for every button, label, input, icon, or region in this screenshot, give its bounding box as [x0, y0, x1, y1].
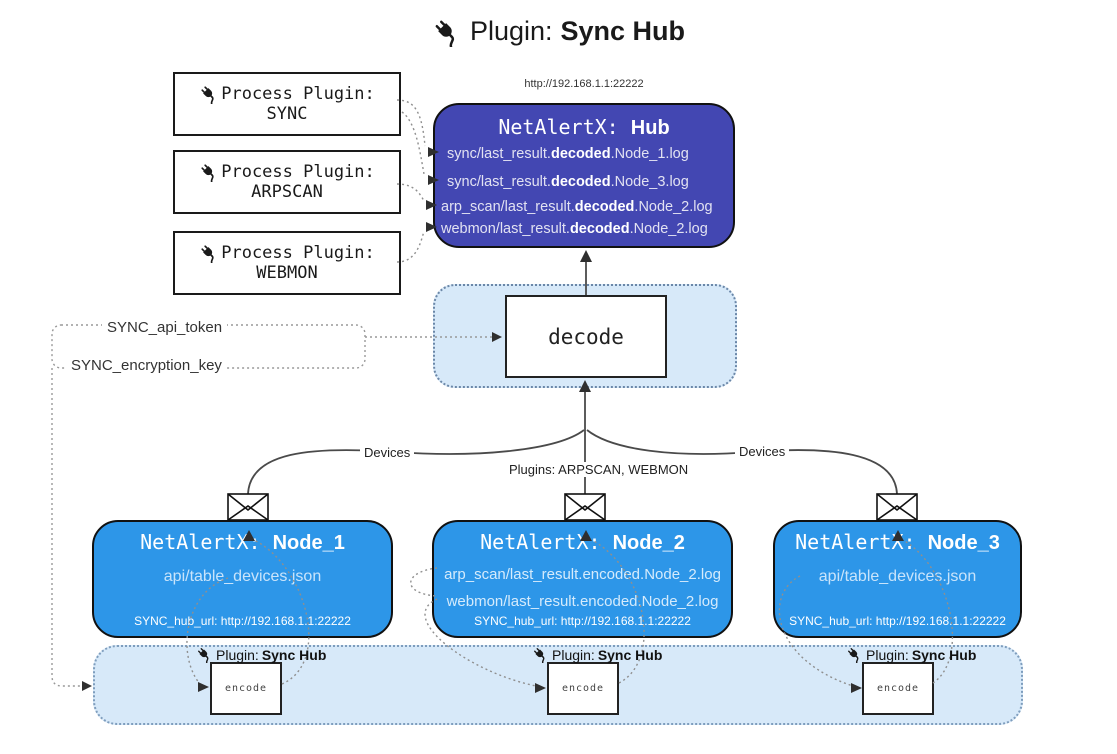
envelope-icon [564, 493, 606, 521]
decode-box: decode [505, 295, 667, 378]
node-3-box: NetAlertX: Node_3 api/table_devices.json… [773, 520, 1022, 638]
node-to-decode-curves [247, 384, 898, 495]
plug-icon [199, 84, 219, 104]
strip-plugin-name: Sync Hub [597, 646, 663, 663]
node-hub-url: SYNC_hub_url: http://192.168.1.1:22222 [789, 614, 1006, 628]
log-bold: decoded [550, 146, 611, 162]
log-post: .Node_1.log [610, 146, 689, 162]
log-post: .Node_2.log [629, 221, 708, 237]
strip-plugin-prefix: Plugin: [216, 646, 259, 663]
hub-title: NetAlertX: Hub [435, 115, 733, 140]
page-title-name: Sync Hub [560, 16, 686, 46]
process-plugin-sync-label-row: Process Plugin: [199, 84, 375, 104]
strip-plugin-prefix: Plugin: [552, 646, 595, 663]
process-plugin-label: Process Plugin: [221, 162, 375, 182]
hub-url: http://192.168.1.1:22222 [524, 78, 644, 90]
envelope-icon [227, 493, 269, 521]
node-file: webmon/last_result.encoded.Node_2.log [446, 593, 719, 610]
log-bold: decoded [574, 199, 635, 215]
log-post: .Node_3.log [610, 174, 689, 190]
plug-icon [196, 646, 213, 663]
strip-plugin-label-1: Plugin: Sync Hub [196, 646, 326, 663]
process-plugin-name: ARPSCAN [251, 182, 323, 202]
plugin-to-hub-connectors [396, 99, 426, 263]
node-file: api/table_devices.json [818, 568, 977, 585]
node-title-name: Node_2 [612, 532, 685, 554]
process-plugin-arpscan: Process Plugin: ARPSCAN [173, 150, 401, 214]
devices-label-left: Devices [360, 445, 415, 460]
encode-box-1: encode [210, 662, 282, 715]
log-pre: sync/last_result. [447, 174, 551, 190]
strip-plugin-label-3: Plugin: Sync Hub [846, 646, 976, 663]
envelope-icons [227, 493, 918, 521]
plug-icon [846, 646, 863, 663]
hub-bottom-arrowhead [580, 250, 592, 262]
hub-log-line: sync/last_result.decoded.Node_1.log [447, 146, 689, 162]
node-title-prefix: NetAlertX: [140, 530, 261, 554]
node-file: arp_scan/last_result.encoded.Node_2.log [444, 566, 721, 583]
log-pre: arp_scan/last_result. [441, 199, 575, 215]
node-hub-url: SYNC_hub_url: http://192.168.1.1:22222 [134, 614, 351, 628]
node-title: NetAlertX: Node_2 [434, 530, 731, 555]
process-plugin-webmon: Process Plugin: WEBMON [173, 231, 401, 295]
hub-log-line: webmon/last_result.decoded.Node_2.log [441, 221, 708, 237]
devices-label-right: Devices [735, 444, 790, 459]
log-post: .Node_2.log [634, 199, 713, 215]
node-file: api/table_devices.json [163, 568, 322, 585]
process-plugin-name: SYNC [266, 104, 308, 124]
page-title-prefix: Plugin: [469, 16, 553, 46]
node-2-box: NetAlertX: Node_2 arp_scan/last_result.e… [432, 520, 733, 638]
node-title: NetAlertX: Node_1 [94, 530, 391, 555]
node-title-prefix: NetAlertX: [795, 530, 916, 554]
node-hub-url: SYNC_hub_url: http://192.168.1.1:22222 [474, 614, 691, 628]
hub-title-prefix: NetAlertX: [498, 115, 619, 139]
log-bold: decoded [569, 221, 630, 237]
page-title: Plugin: Sync Hub [0, 16, 1117, 47]
strip-plugin-name: Sync Hub [911, 646, 977, 663]
encode-box-2: encode [547, 662, 619, 715]
sync-encryption-key-label: SYNC_encryption_key [66, 357, 227, 374]
strip-plugin-label-2: Plugin: Sync Hub [532, 646, 662, 663]
encode-box-3: encode [862, 662, 934, 715]
envelope-icon [876, 493, 918, 521]
node-1-box: NetAlertX: Node_1 api/table_devices.json… [92, 520, 393, 638]
log-pre: webmon/last_result. [441, 221, 570, 237]
hub-log-line: sync/last_result.decoded.Node_3.log [447, 174, 689, 190]
plug-icon [532, 646, 549, 663]
sync-api-token-label: SYNC_api_token [102, 319, 228, 336]
log-bold: decoded [550, 174, 611, 190]
node-title-name: Node_1 [272, 532, 345, 554]
process-plugin-arpscan-label-row: Process Plugin: [199, 162, 375, 182]
plug-icon [199, 162, 219, 182]
strip-plugin-name: Sync Hub [261, 646, 327, 663]
plugins-label-center: Plugins: ARPSCAN, WEBMON [505, 462, 693, 477]
node-title: NetAlertX: Node_3 [775, 530, 1020, 555]
node-title-name: Node_3 [927, 532, 1000, 554]
hub-log-line: arp_scan/last_result.decoded.Node_2.log [441, 199, 713, 215]
node-title-prefix: NetAlertX: [480, 530, 601, 554]
strip-plugin-prefix: Plugin: [866, 646, 909, 663]
plug-icon [432, 17, 462, 47]
process-plugin-webmon-label-row: Process Plugin: [199, 243, 375, 263]
process-plugin-label: Process Plugin: [221, 243, 375, 263]
hub-box: NetAlertX: Hub sync/last_result.decoded.… [433, 103, 735, 248]
log-pre: sync/last_result. [447, 146, 551, 162]
process-plugin-sync: Process Plugin: SYNC [173, 72, 401, 136]
process-plugin-label: Process Plugin: [221, 84, 375, 104]
plug-icon [199, 243, 219, 263]
strip-left-arrowhead [82, 681, 92, 691]
hub-title-name: Hub [630, 117, 670, 139]
process-plugin-name: WEBMON [256, 263, 318, 283]
